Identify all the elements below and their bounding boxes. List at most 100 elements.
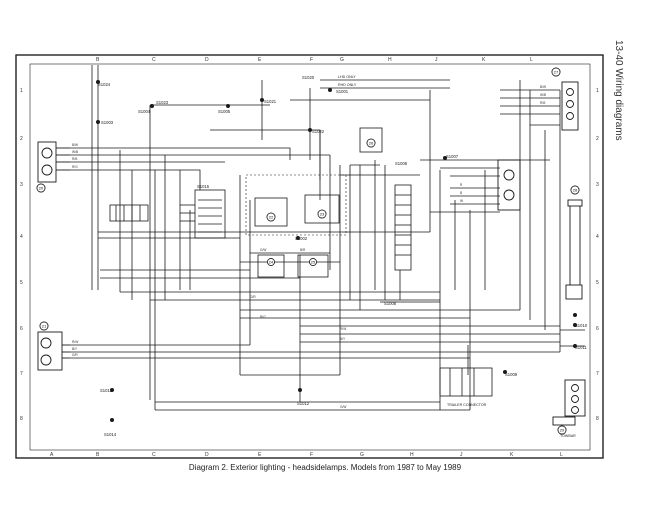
grid-col-label: H <box>388 57 392 63</box>
grid-row-label: 4 <box>20 234 23 240</box>
wire-code: R/W <box>340 327 346 331</box>
connector-label: S1003 <box>101 120 114 125</box>
tail-lamp-top-right <box>551 67 579 131</box>
grid-col-label: L <box>560 452 563 458</box>
trailer-connector <box>439 367 493 397</box>
connector-labels: S1020 S1001 S1022 S1021 S1023 S1024 S100… <box>98 75 588 437</box>
connector-label: S1009 <box>505 372 518 377</box>
grid-col-label: A <box>50 452 54 458</box>
component-number: 28 <box>573 188 578 193</box>
connector-label: S1022 <box>312 129 325 134</box>
connector-label: S1013 <box>100 388 113 393</box>
wiring-horizontal <box>70 79 585 411</box>
component-number: 25 <box>311 260 316 265</box>
relay-box-2 <box>304 194 340 224</box>
grid-col-label: K <box>482 57 486 63</box>
grid-row-label: 2 <box>20 136 23 142</box>
grid-row-label: 3 <box>20 182 23 188</box>
connector-label: S1015 <box>197 184 210 189</box>
connector-label: S1007 <box>446 154 459 159</box>
wire-code: B/R <box>300 248 306 252</box>
connector-label: S1006 <box>395 161 408 166</box>
wire-code: G/W <box>340 405 346 409</box>
connector-label: S1010 <box>575 323 588 328</box>
number-plate-lamp <box>565 185 583 300</box>
component-number: 20 <box>39 186 44 191</box>
grid-row-label: 6 <box>20 326 23 332</box>
wire-code: B/Y <box>72 347 78 351</box>
grid-col-label: J <box>460 452 463 458</box>
wire-code: G/R <box>72 353 78 357</box>
wire-code: G/R <box>250 295 256 299</box>
wire-codes: B/W W/B R/B R/G R/W B/Y G/R G/W B/R R B … <box>72 85 546 409</box>
grid-col-label: G <box>340 57 344 63</box>
grid-col-label: J <box>435 57 438 63</box>
component-number: 22 <box>269 215 274 220</box>
grid-row-label: 4 <box>596 234 599 240</box>
connector-label: S1012 <box>297 401 310 406</box>
connector-label: S1020 <box>302 75 315 80</box>
rear-lamp-bottom-right <box>552 379 586 435</box>
note-rhd: RHD ONLY <box>338 83 357 87</box>
wire-code: R/W <box>72 340 78 344</box>
component-number: 29 <box>560 428 565 433</box>
connector-label: S1001 <box>336 89 349 94</box>
wire-code: W/B <box>72 150 78 154</box>
grid-col-label: B <box>96 57 100 63</box>
grid-row-label: 8 <box>20 416 23 422</box>
note-towbar: TOWBAR <box>560 434 576 438</box>
wiring-vertical <box>91 65 561 410</box>
tail-lamp-right <box>497 159 521 211</box>
lighting-switch <box>180 189 226 239</box>
dashed-region <box>245 174 347 236</box>
grid-row-label: 6 <box>596 326 599 332</box>
connector-label: S1005 <box>218 109 231 114</box>
grid-row-label: 1 <box>20 88 23 94</box>
headlamp-right <box>37 321 70 371</box>
wire-code: B/W <box>540 85 546 89</box>
grid-row-label: 3 <box>596 182 599 188</box>
wire-code: B <box>460 191 462 195</box>
component-number: 27 <box>554 70 559 75</box>
wire-code: B/W <box>72 143 78 147</box>
wire-code: W <box>460 199 463 203</box>
connector-label: S1011 <box>575 345 587 350</box>
component-number: 24 <box>269 260 274 265</box>
grid-col-label: F <box>310 57 313 63</box>
relay-box-1 <box>254 197 288 227</box>
grid-row-label: 2 <box>596 136 599 142</box>
wire-code: R/G <box>72 165 78 169</box>
wire-code: R/B <box>540 101 545 105</box>
connector-label: S1023 <box>156 100 169 105</box>
grid-col-label: F <box>310 452 313 458</box>
wire-code: R/G <box>260 315 266 319</box>
component-number: 26 <box>369 141 374 146</box>
earth-points <box>96 80 578 422</box>
component-number: 21 <box>42 324 47 329</box>
notes: LHD ONLY RHD ONLY TRAILER CONNECTOR TOWB… <box>338 75 576 438</box>
wire-code: W/B <box>540 93 546 97</box>
wire-code: R/B <box>72 157 77 161</box>
diagram-frame <box>15 54 604 459</box>
component-number: 23 <box>320 212 325 217</box>
diagram-caption: Diagram 2. Exterior lighting - headsidel… <box>188 463 462 472</box>
grid-col-label: L <box>530 57 533 63</box>
grid-col-label: G <box>360 452 364 458</box>
grid-row-labels: 1 2 3 4 5 6 7 8 1 2 3 4 5 6 7 8 <box>20 88 599 422</box>
wire-code: B/Y <box>340 337 346 341</box>
connector-label: S1014 <box>104 432 117 437</box>
grid-row-label: 5 <box>596 280 599 286</box>
grid-row-label: 8 <box>596 416 599 422</box>
grid-row-label: 7 <box>20 371 23 377</box>
grid-col-label: D <box>205 452 209 458</box>
wire-code: G/W <box>260 248 266 252</box>
grid-col-label: D <box>205 57 209 63</box>
connector-label: S1008 <box>384 301 397 306</box>
grid-column-labels-top: B C D E F G H J K L <box>96 57 533 63</box>
sidebar-title: 13-40 Wiring diagrams <box>613 40 624 141</box>
grid-col-label: C <box>152 452 156 458</box>
grid-col-label: K <box>510 452 514 458</box>
multiplug-central <box>394 184 412 271</box>
grid-col-label: B <box>96 452 100 458</box>
